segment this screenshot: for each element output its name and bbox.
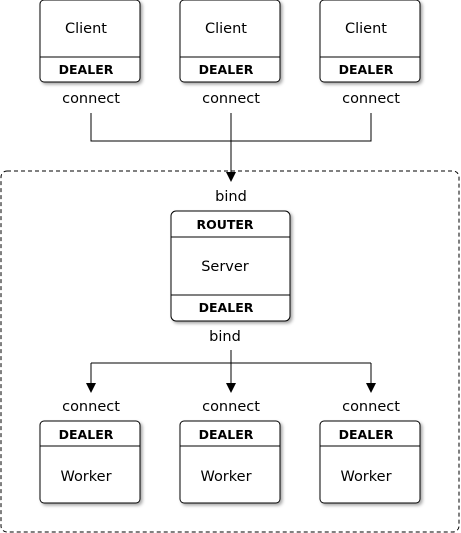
worker-label: Worker — [200, 469, 251, 485]
client-node-3: Client DEALER — [319, 0, 421, 83]
worker-node-3: DEALER Worker — [319, 420, 421, 504]
dealer-socket-label: DEALER — [199, 427, 254, 442]
dealer-socket-label: DEALER — [59, 427, 114, 442]
server-boundary — [0, 170, 460, 533]
worker-label: Worker — [60, 469, 111, 485]
connect-label: connect — [342, 399, 400, 415]
connect-label: connect — [62, 399, 120, 415]
bind-label-back: bind — [209, 329, 241, 345]
dealer-socket-label: DEALER — [199, 300, 254, 315]
server-node: ROUTER Server DEALER — [170, 210, 291, 322]
client-connectors — [90, 113, 372, 182]
connect-label: connect — [342, 91, 400, 107]
client-label: Client — [345, 21, 387, 37]
connect-label: connect — [62, 91, 120, 107]
worker-node-2: DEALER Worker — [179, 420, 281, 504]
connect-label: connect — [202, 399, 260, 415]
client-node-1: Client DEALER — [39, 0, 141, 83]
dealer-socket-label: DEALER — [59, 62, 114, 77]
dealer-socket-label: DEALER — [339, 62, 394, 77]
server-label: Server — [201, 259, 249, 275]
dealer-socket-label: DEALER — [339, 427, 394, 442]
dealer-socket-label: DEALER — [199, 62, 254, 77]
client-label: Client — [205, 21, 247, 37]
client-label: Client — [65, 21, 107, 37]
connect-label: connect — [202, 91, 260, 107]
worker-node-1: DEALER Worker — [39, 420, 141, 504]
worker-label: Worker — [340, 469, 391, 485]
bind-label-front: bind — [215, 189, 247, 205]
router-socket-label: ROUTER — [196, 217, 253, 232]
worker-connectors — [86, 350, 376, 393]
client-node-2: Client DEALER — [179, 0, 281, 83]
